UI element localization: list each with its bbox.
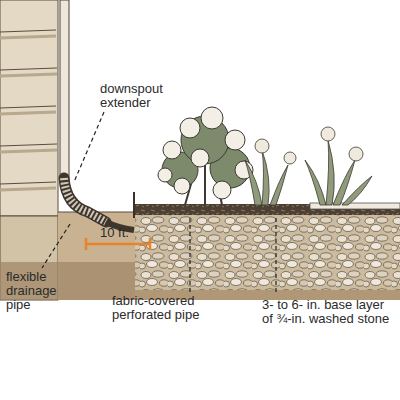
part-label: 3- to 6- in. base layer of ¾-in. washed … (262, 298, 398, 326)
leader-lines (42, 112, 276, 294)
flowering-shrub (158, 107, 253, 205)
part-label: downspout extender (100, 82, 180, 110)
dimension-label: 10 ft. (100, 226, 144, 240)
soil (0, 212, 400, 300)
mulch-layer (135, 204, 400, 215)
house-wall (0, 0, 58, 300)
iris-plants (245, 127, 372, 205)
stone-layer (135, 214, 400, 290)
bed-edging (133, 192, 135, 218)
part-label: fabric-covered perforated pipe (112, 294, 222, 322)
downspout (60, 0, 134, 230)
part-label: flexible drainage pipe (6, 270, 76, 312)
